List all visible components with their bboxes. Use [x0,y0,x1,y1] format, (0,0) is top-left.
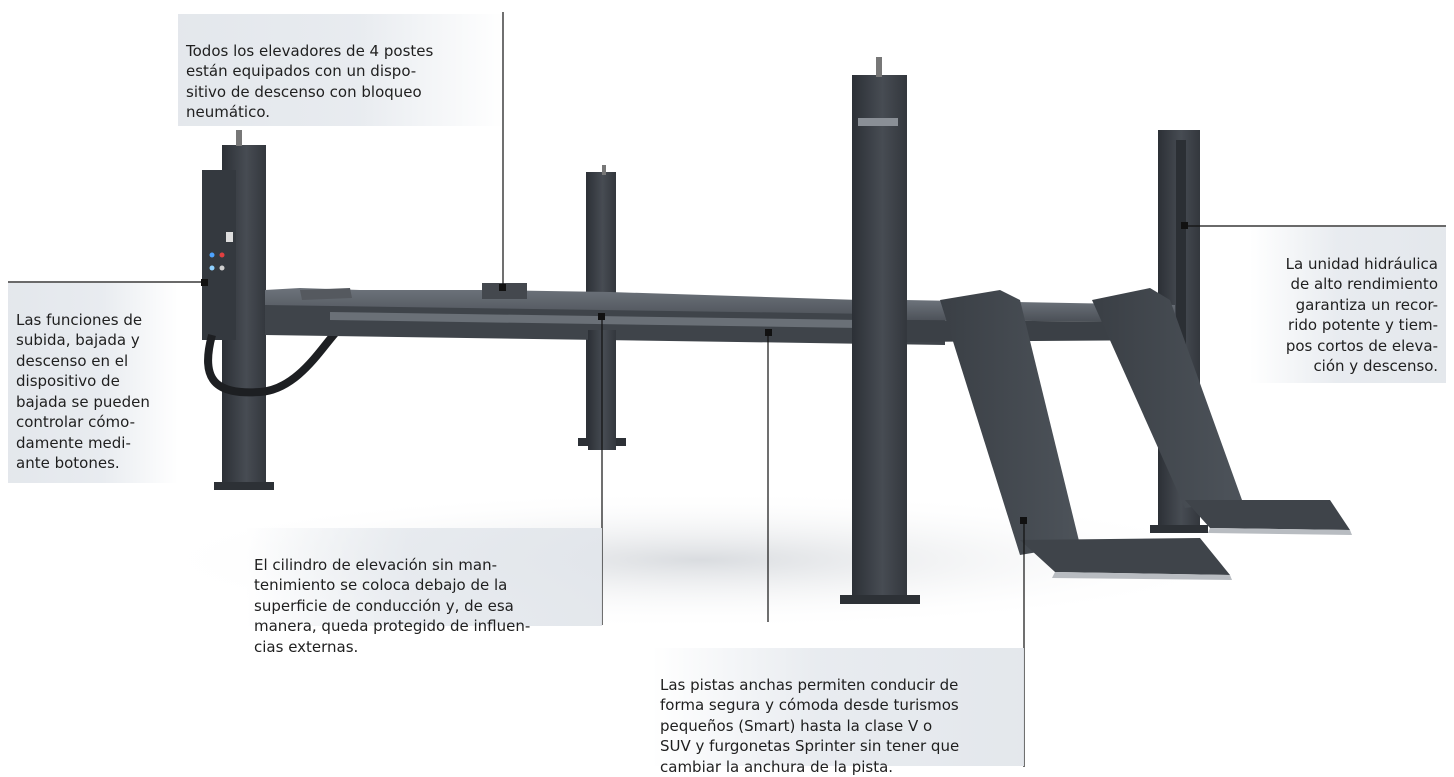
front-right-post [840,57,920,604]
control-box [202,170,236,340]
callout-pneumatic-lock-text: Todos los elevadores de 4 postes están e… [186,41,434,122]
callout-control-buttons-text: Las funciones de subida, bajada y descen… [16,310,150,473]
leader-lines [8,12,1446,767]
callout-lift-cylinder-text: El cilindro de elevación sin man- tenimi… [254,555,531,656]
runway-front [265,305,945,450]
hydraulic-hose [204,321,347,397]
callout-wide-runways-text: Las pistas anchas permiten conducir de f… [660,675,960,776]
callout-pneumatic-lock: Todos los elevadores de 4 postes están e… [178,14,504,126]
front-left-post [202,130,347,490]
callout-wide-runways: Las pistas anchas permiten conducir de f… [652,648,1024,776]
ramp-front [940,290,1232,580]
callout-hydraulic-unit-text: La unidad hidráulica de alto rendimiento… [1285,254,1438,376]
ramp-back [1092,288,1352,535]
callout-hydraulic-unit: La unidad hidráulica de alto rendimiento… [1250,227,1446,383]
callout-control-buttons: Las funciones de subida, bajada y descen… [8,283,178,483]
callout-lift-cylinder: El cilindro de elevación sin man- tenimi… [246,528,602,656]
